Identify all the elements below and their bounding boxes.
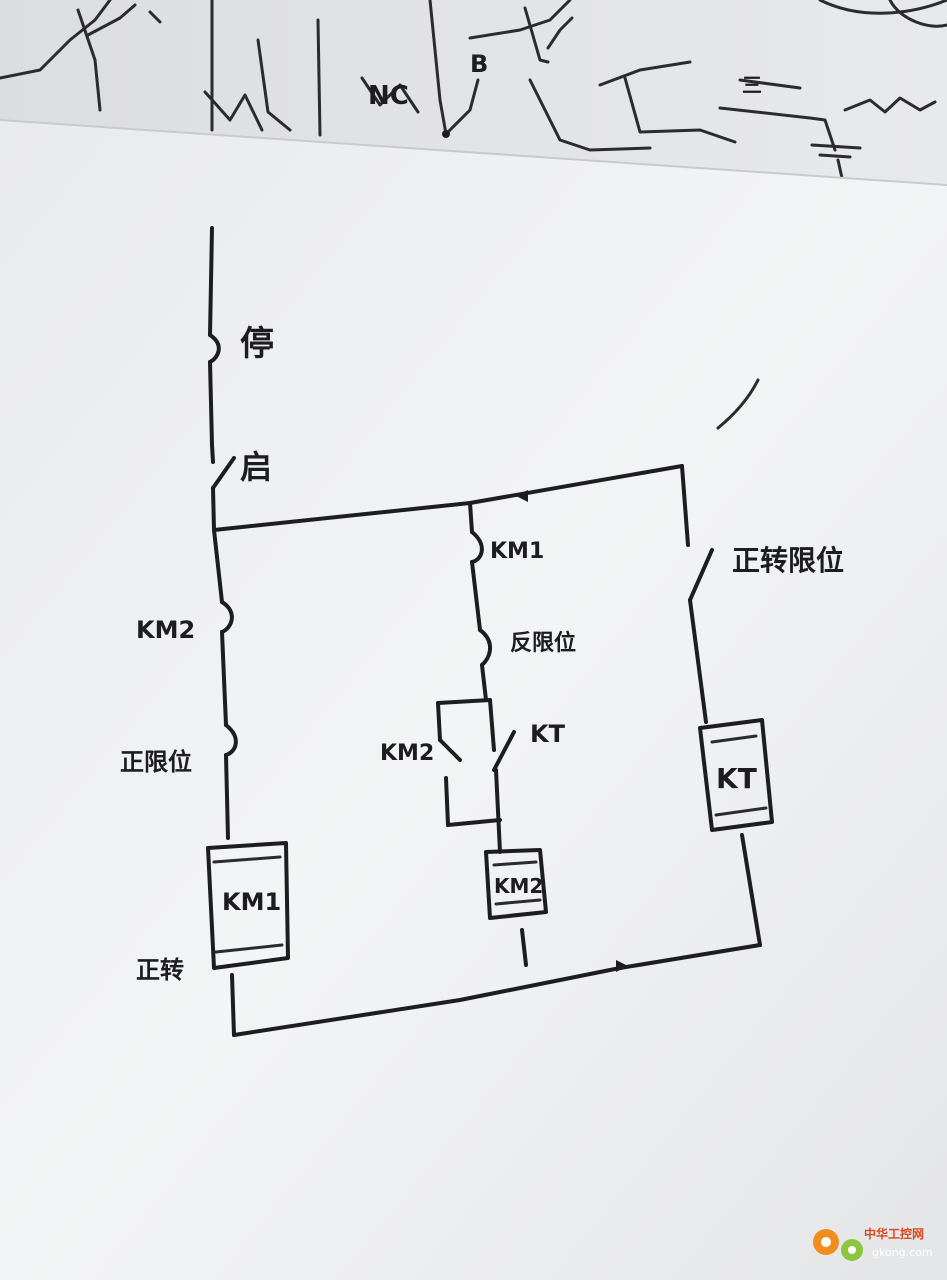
background-label-nc: NC — [368, 81, 409, 111]
left-coil-caption: 正转 — [136, 956, 184, 984]
middle-nc-contact-label: KM1 — [490, 539, 544, 564]
junction-dot — [442, 130, 450, 138]
right-coil-label: KT — [716, 762, 757, 795]
left-interlock-contact-label: KM2 — [136, 616, 195, 644]
middle-limit-switch-label: 反限位 — [510, 630, 576, 656]
watermark: 中华工控网 gkong.com — [813, 1226, 933, 1261]
right-limit-contact-label: 正转限位 — [732, 544, 844, 577]
middle-timer-contact-label: KT — [530, 720, 566, 748]
background-label-top-right: 三 — [742, 73, 762, 97]
stop-button-label: 停 — [240, 324, 274, 364]
left-limit-switch-label: 正限位 — [120, 748, 192, 776]
current-arrow-bottom — [616, 960, 628, 972]
current-arrow-top — [516, 490, 528, 502]
left-coil-label: KM1 — [222, 888, 281, 916]
start-button-label: 启 — [240, 448, 272, 486]
watermark-url: gkong.com — [872, 1246, 933, 1259]
pen-stroke — [716, 378, 760, 430]
background-label-b: B — [470, 50, 488, 78]
gear-icon — [813, 1229, 863, 1261]
circuit-wires — [206, 226, 774, 1037]
middle-hold-contact-label: KM2 — [380, 741, 434, 766]
coil-box-inner-lines — [212, 734, 768, 954]
middle-coil-label: KM2 — [494, 874, 543, 898]
background-sketch — [0, 0, 947, 180]
watermark-site-name: 中华工控网 — [864, 1226, 924, 1241]
circuit-diagram: 停 启 KM2 正限位 KM1 正转 KM1 反限位 KM2 KT KM2 正转… — [120, 226, 844, 1037]
